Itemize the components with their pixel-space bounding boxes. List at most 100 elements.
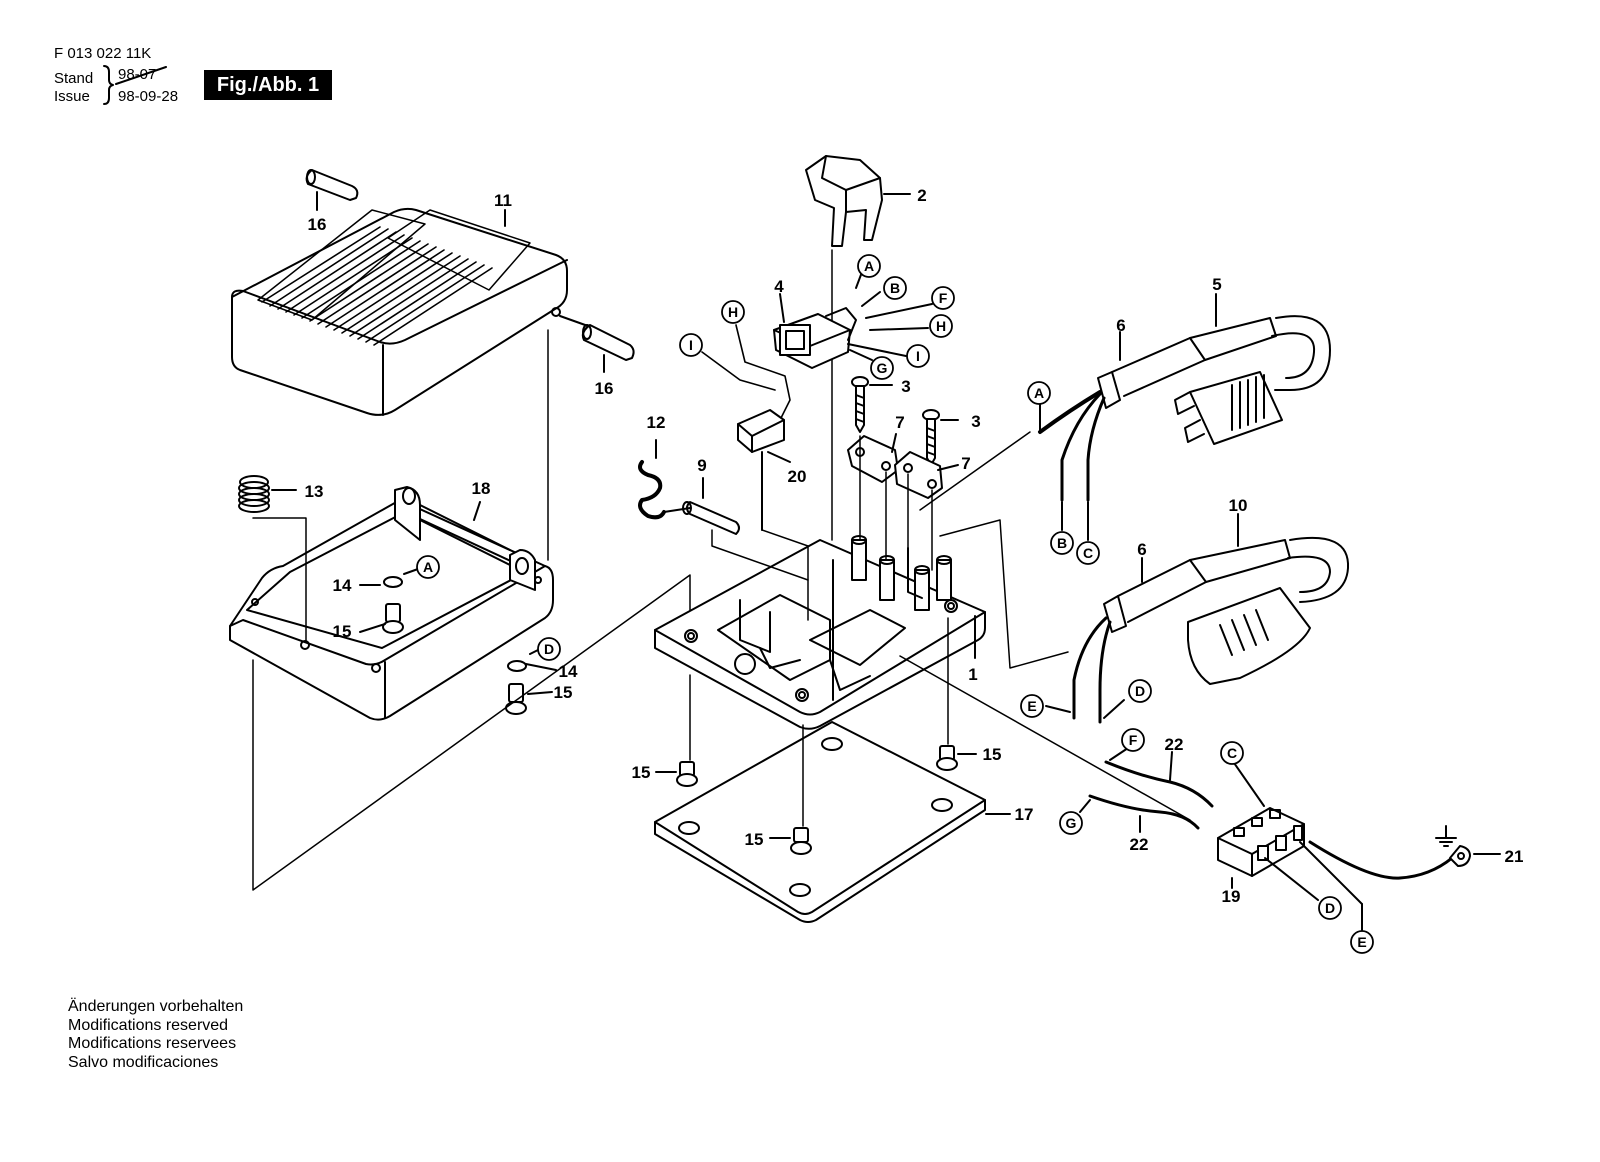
part-label: 15: [333, 622, 352, 641]
part-label: 19: [1222, 887, 1241, 906]
part-label: 20: [788, 467, 807, 486]
screw-housing-left: [676, 761, 698, 787]
issue-label: Issue: [54, 88, 90, 105]
pin-9: [682, 501, 740, 535]
marker-letter: I: [916, 348, 920, 364]
pin-right: [581, 324, 635, 361]
terminal-block-20: [737, 409, 785, 453]
marker-letter: A: [1034, 385, 1044, 401]
marker-letter: G: [877, 360, 888, 376]
note-line: Modifications reservees: [68, 1035, 237, 1052]
document-number: F 013 022 11K: [54, 45, 152, 62]
cord-clamp-left: [847, 435, 899, 483]
part-label: 9: [697, 456, 706, 475]
header-brace: [103, 65, 114, 105]
stand-date-struck: 98-07: [118, 66, 157, 83]
issue-date: 98-09-28: [118, 88, 179, 105]
part-label: 7: [961, 454, 970, 473]
marker-letter: B: [890, 280, 900, 296]
part-label: 6: [1116, 316, 1125, 335]
marker-letter: C: [1083, 545, 1093, 561]
part-label: 15: [632, 763, 651, 782]
note-line: Modifications reserved: [68, 1016, 229, 1034]
figure-label-badge: Fig./Abb. 1: [204, 70, 332, 100]
part-label: 2: [917, 186, 926, 205]
housing-part: [654, 539, 986, 730]
note-line: Änderungen vorbehalten: [68, 998, 244, 1015]
marker-letter: F: [1129, 732, 1138, 748]
spring-part: [238, 475, 270, 513]
part-label: 16: [595, 379, 614, 398]
ground-symbol-icon: [1435, 825, 1457, 847]
marker-letter: H: [936, 318, 946, 334]
housing-posts: [851, 535, 952, 611]
switch-cap-part: [805, 155, 883, 247]
screw-3-right: [922, 409, 940, 466]
part-label: 14: [559, 662, 578, 681]
ground-lug-21: [1449, 845, 1471, 867]
part-label: 18: [472, 479, 491, 498]
marker-letter: H: [728, 304, 738, 320]
cord-clamp-right: [894, 451, 943, 499]
part-label: 21: [1505, 847, 1524, 866]
marker-letters: A A A B B C C D D D E E F F G G H H I I: [423, 258, 1367, 950]
screw-housing-right: [936, 745, 958, 771]
strike-line: [115, 66, 167, 85]
marker-letter: A: [423, 559, 433, 575]
part-label: 22: [1165, 735, 1184, 754]
ground-wire-21: [1308, 840, 1454, 880]
switch-part: [773, 307, 857, 369]
part-label: 3: [971, 412, 980, 431]
part-label: 1: [968, 665, 977, 684]
wire-22-upper: [1104, 760, 1214, 808]
wire-22-lower: [1088, 794, 1200, 830]
part-label: 15: [554, 683, 573, 702]
stand-label: Stand: [54, 70, 94, 87]
modification-notes: Änderungen vorbehalten Modifications res…: [68, 998, 243, 1072]
part-number-labels: 1 2 3 3 4 5 6 6 7 7 9 10 11 12 13 14 14 …: [305, 186, 1524, 906]
part-label: 16: [308, 215, 327, 234]
part-label: 12: [647, 413, 666, 432]
marker-letter: D: [1135, 683, 1145, 699]
washer-upper: [383, 576, 403, 588]
marker-letter: E: [1357, 934, 1366, 950]
part-label: 15: [983, 745, 1002, 764]
part-label: 3: [901, 377, 910, 396]
part-label: 22: [1130, 835, 1149, 854]
part-label: 4: [774, 277, 784, 296]
part-label: 17: [1015, 805, 1034, 824]
marker-letter: D: [1325, 900, 1335, 916]
screw-plate: [790, 827, 812, 855]
strain-relief-12: [638, 460, 666, 520]
marker-letter: F: [939, 290, 948, 306]
part-label: 10: [1229, 496, 1248, 515]
power-cord-10: [1103, 536, 1350, 685]
screw-base-outer: [505, 683, 527, 715]
screw-3-left: [851, 376, 869, 433]
marker-letter: C: [1227, 745, 1237, 761]
note-line: Salvo modificaciones: [68, 1053, 219, 1071]
marker-letter: E: [1027, 698, 1036, 714]
marker-letter: B: [1057, 535, 1067, 551]
part-label: 15: [745, 830, 764, 849]
part-label: 5: [1212, 275, 1221, 294]
pedal-base-part: [229, 486, 554, 721]
screw-base-inner: [382, 603, 404, 634]
part-label: 7: [895, 413, 904, 432]
marker-circles: [416, 254, 1374, 954]
marker-letter: D: [544, 641, 554, 657]
pedal-cover-ribs: [261, 226, 493, 346]
part-label: 13: [305, 482, 324, 501]
part-label: 14: [333, 576, 352, 595]
pin-upper: [305, 169, 359, 201]
hinge-hole: [551, 307, 561, 317]
marker-letter: A: [864, 258, 874, 274]
washer-lower: [507, 660, 527, 672]
part-label: 11: [494, 191, 512, 210]
power-cord-5: [1097, 315, 1331, 445]
part-label: 6: [1137, 540, 1146, 559]
marker-letter: I: [689, 337, 693, 353]
terminal-strip-19: [1217, 807, 1305, 877]
